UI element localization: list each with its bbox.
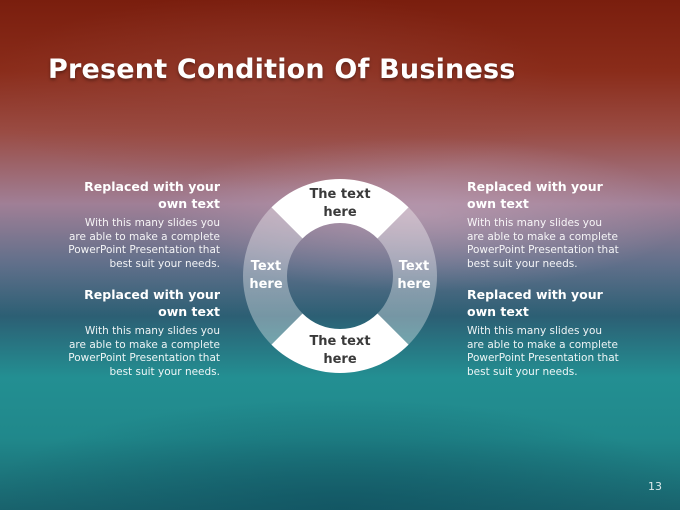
ring-segment-left <box>242 207 303 345</box>
block-body: With this many slides you are able to ma… <box>467 217 619 270</box>
block-body: With this many slides you are able to ma… <box>68 325 220 378</box>
ring-label-left: Text here <box>249 259 283 292</box>
ring-label-top: The text here <box>309 187 371 220</box>
block-heading: Replaced with your own text <box>467 179 603 211</box>
ring-segment-right <box>377 207 438 345</box>
ring-label-right: Text here <box>397 259 431 292</box>
text-block-left-top: Replaced with your own text With this ma… <box>60 178 220 271</box>
ring-label-bottom: The text here <box>309 334 371 367</box>
page-number: 13 <box>648 480 662 493</box>
ring-segment-top <box>271 178 409 239</box>
block-body: With this many slides you are able to ma… <box>467 325 619 378</box>
text-block-right-top: Replaced with your own text With this ma… <box>467 178 627 271</box>
block-heading: Replaced with your own text <box>84 179 220 211</box>
slide-title: Present Condition Of Business <box>48 54 516 85</box>
text-block-right-bottom: Replaced with your own text With this ma… <box>467 286 627 379</box>
block-heading: Replaced with your own text <box>467 287 603 319</box>
block-body: With this many slides you are able to ma… <box>68 217 220 270</box>
text-block-left-bottom: Replaced with your own text With this ma… <box>60 286 220 379</box>
block-heading: Replaced with your own text <box>84 287 220 319</box>
ring-segment-bottom <box>271 313 409 374</box>
